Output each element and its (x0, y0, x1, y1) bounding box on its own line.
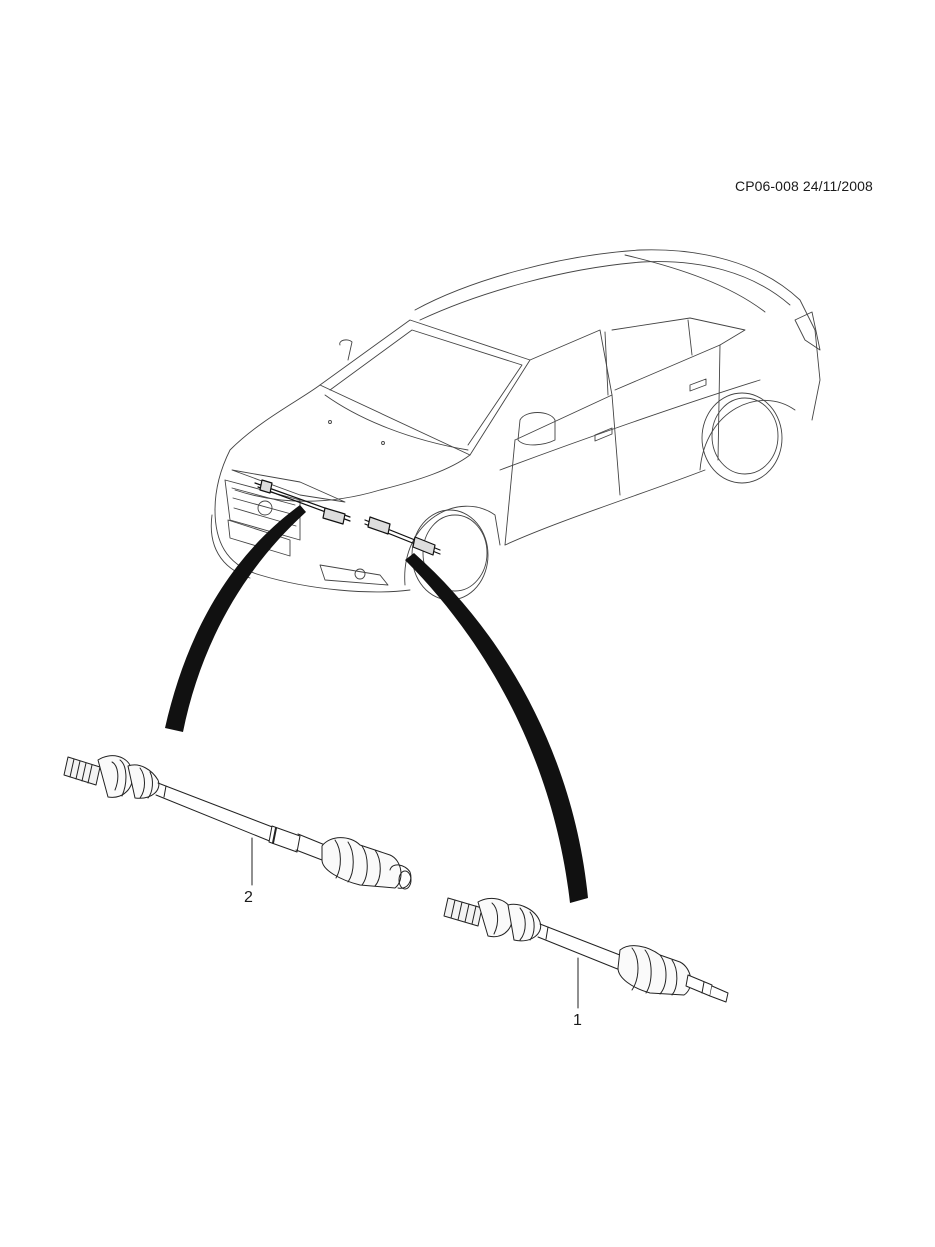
drive-shaft-short (63, 755, 412, 890)
installed-shafts (254, 479, 441, 556)
indicator-arrow-right (405, 553, 588, 903)
drive-shaft-long (443, 897, 729, 1009)
drawing-reference-code: CP06-008 24/11/2008 (735, 178, 873, 194)
callout-label-2: 2 (244, 889, 253, 906)
indicator-arrow-left (165, 505, 306, 732)
car-illustration (210, 249, 821, 601)
callout-label-1: 1 (573, 1012, 582, 1029)
